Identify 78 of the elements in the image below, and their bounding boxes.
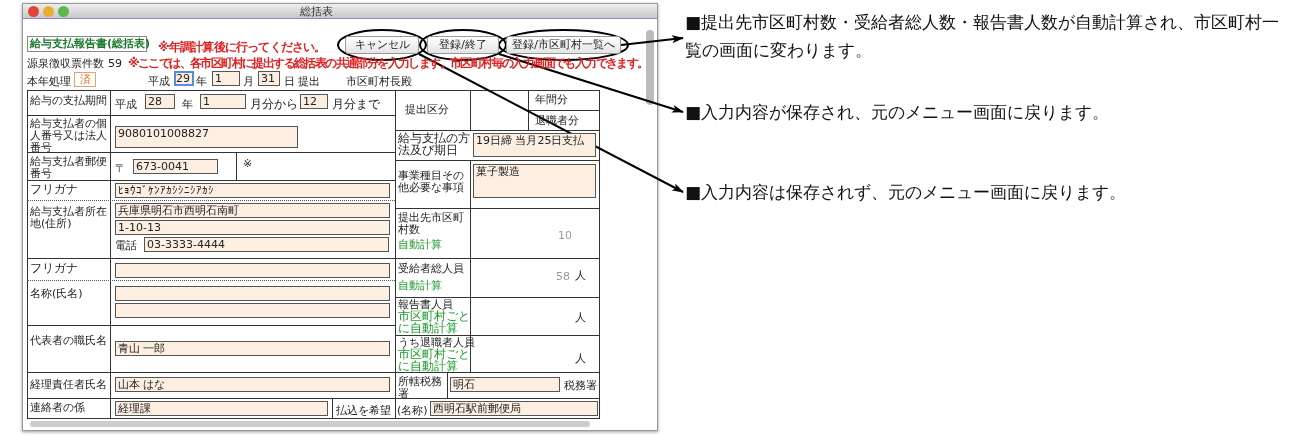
- row-header: 代表者の職氏名: [30, 335, 108, 347]
- input-field: 兵庫県明石市西明石南町: [115, 203, 390, 218]
- computed-value: 58: [555, 269, 570, 285]
- input-field: 12: [300, 94, 328, 109]
- input-field: 1-10-13: [115, 220, 390, 235]
- row-header: フリガナ: [30, 262, 79, 274]
- form-label: 日: [284, 75, 295, 88]
- action-button: 登録/終了: [427, 36, 499, 54]
- form-label: 月分まで: [332, 97, 380, 111]
- row-header: 提出先市区町村数: [398, 212, 465, 236]
- arrow: [418, 53, 684, 193]
- row-header: 給与支払の方法及び期日: [398, 132, 470, 156]
- explanation-note: ■提出先市区町村数・受給者総人数・報告書人数が自動計算され、市区町村一覧の画面に変わります。: [685, 8, 1285, 64]
- form-label: ※: [243, 157, 253, 170]
- form-label: 59: [108, 57, 122, 70]
- form-label: 人: [575, 269, 586, 282]
- input-field: 青山 一郎: [115, 341, 390, 356]
- row-header: 給与支払者郵便番号: [30, 156, 108, 180]
- computed-value: 10: [557, 228, 572, 244]
- form-label: 本年処理: [27, 75, 71, 88]
- form-label: 平成: [115, 98, 137, 111]
- form-title: 給与支払報告書(総括表): [27, 36, 147, 52]
- input-field: 29: [174, 71, 194, 86]
- form-label: 払込を希望: [336, 404, 391, 417]
- arrow: [498, 53, 684, 113]
- form-label: 平成: [148, 75, 170, 88]
- form-label: 月分から: [250, 97, 298, 111]
- form-label: 提出: [298, 75, 320, 88]
- input-field: 山本 はな: [115, 377, 390, 392]
- input-field: 1: [212, 71, 240, 86]
- row-header: 給与支払者所在地(住所): [30, 206, 108, 230]
- input-field: ﾋｮｳｺﾞｹﾝｱｶｼｼﾆｼｱｶｼ: [115, 183, 390, 198]
- input-field: 西明石駅前郵便局: [430, 401, 598, 416]
- explanation-note: ■入力内容は保存されず、元のメニュー画面に戻ります。: [685, 178, 1285, 206]
- row-header: 経理責任者氏名: [30, 379, 108, 391]
- input-field: 1: [200, 94, 246, 109]
- input-field: 明石: [450, 377, 560, 392]
- form-label: 年: [196, 75, 207, 88]
- input-field: 19日締 当月25日支払: [473, 133, 596, 157]
- row-header: 給与支払者の個人番号又は法人番号: [30, 118, 108, 154]
- row-header: 給与の支払期間: [30, 95, 108, 107]
- form-label: 市区町村長殿: [346, 75, 412, 88]
- input-field: 28: [145, 94, 175, 109]
- auto-calc-note: 自動計算: [398, 280, 443, 292]
- form-label: (名称): [397, 404, 428, 417]
- input-field: 673-0041: [133, 159, 218, 174]
- explanation-note: ■入力内容が保存され、元のメニュー画面に戻ります。: [685, 98, 1285, 126]
- status-field: 済: [74, 72, 96, 87]
- form-label: 人: [575, 352, 586, 365]
- row-header: フリガナ: [30, 183, 79, 195]
- form-label: 報告書人員: [398, 298, 453, 311]
- input-field: 31: [258, 71, 280, 86]
- form-label: 受給者総人員: [398, 262, 464, 275]
- row-header: 連絡者の係: [30, 402, 86, 414]
- action-button: 登録/市区町村一覧へ: [506, 36, 621, 54]
- form-label: 提出区分: [405, 103, 449, 116]
- auto-calc-note: 市区町村ごとに自動計算: [398, 310, 470, 334]
- form-label: 電話: [115, 239, 137, 252]
- input-field: 03-3333-4444: [144, 237, 389, 252]
- form-label: 人: [575, 311, 586, 324]
- form-label: 年間分: [535, 93, 568, 106]
- row-header: 事業種目その他必要な事項: [398, 170, 465, 194]
- auto-calc-note: 自動計算: [398, 239, 443, 251]
- warning-note: ※年調計算後に行ってください。: [158, 39, 326, 56]
- input-field: 9080101008827: [115, 126, 298, 148]
- form-label: 税務署: [564, 379, 597, 392]
- auto-calc-note: 市区町村ごとに自動計算: [398, 348, 470, 372]
- row-header: 名称(氏名): [30, 288, 84, 300]
- form-label: 〒: [115, 162, 126, 175]
- input-field: 菓子製造: [473, 164, 596, 198]
- action-button: キャンセル: [345, 36, 419, 54]
- window-title: 総括表: [300, 4, 333, 20]
- arrow: [620, 35, 684, 46]
- form-label: 年: [182, 98, 193, 111]
- form-label: 月: [243, 75, 254, 88]
- input-field: 経理課: [115, 401, 328, 416]
- row-header: 所轄税務署: [398, 376, 443, 400]
- form-label: 源泉徴収票件数: [27, 57, 104, 70]
